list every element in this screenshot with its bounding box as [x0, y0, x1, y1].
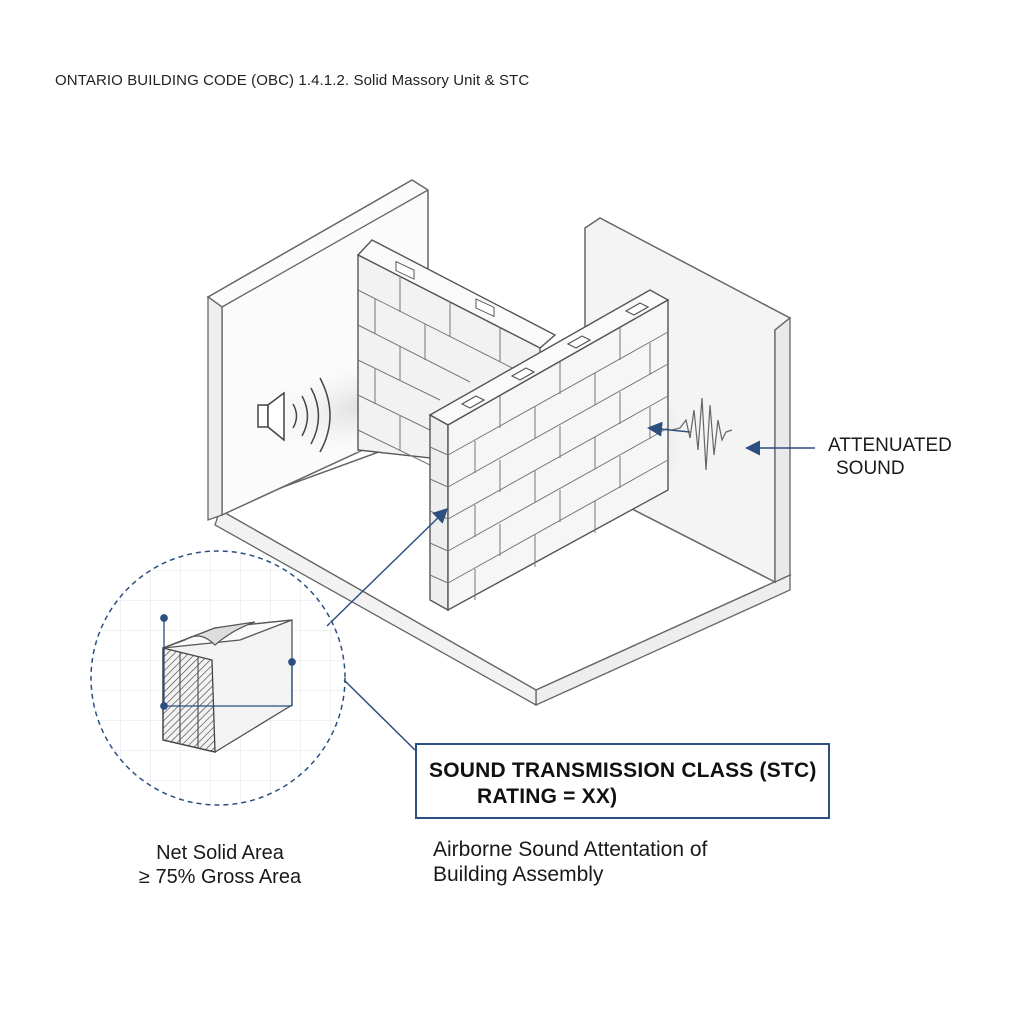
stc-leader-line: [343, 679, 416, 751]
stc-label-line2: RATING = XX): [477, 785, 618, 808]
airborne-line2: Building Assembly: [433, 863, 604, 887]
diagram-title: ONTARIO BUILDING CODE (OBC) 1.4.1.2. Sol…: [55, 72, 530, 89]
airborne-sound-label: Airborne Sound Attentation of Building A…: [433, 837, 707, 887]
sound-enter-arrow: [647, 421, 691, 437]
stc-label-line1: SOUND TRANSMISSION CLASS (STC): [429, 759, 817, 782]
net-solid-area-label: Net Solid Area ≥ 75% Gross Area: [130, 841, 310, 889]
detail-circle: [90, 550, 346, 806]
wall-leader-arrow: [326, 507, 449, 627]
speaker-icon: [257, 391, 285, 442]
attenuated-sound-label: ATTENUATED SOUND: [828, 435, 952, 481]
sound-waves-icon: [292, 377, 331, 453]
stc-rating-box: SOUND TRANSMISSION CLASS (STC) RATING = …: [415, 743, 830, 819]
attenuated-label-line1: ATTENUATED: [828, 435, 952, 456]
waveform-icon: [671, 397, 733, 471]
airborne-line1: Airborne Sound Attentation of: [433, 838, 708, 861]
net-area-line2: ≥ 75% Gross Area: [138, 866, 302, 888]
net-area-line1: Net Solid Area: [156, 842, 284, 864]
attenuated-label-line2: SOUND: [836, 457, 905, 479]
